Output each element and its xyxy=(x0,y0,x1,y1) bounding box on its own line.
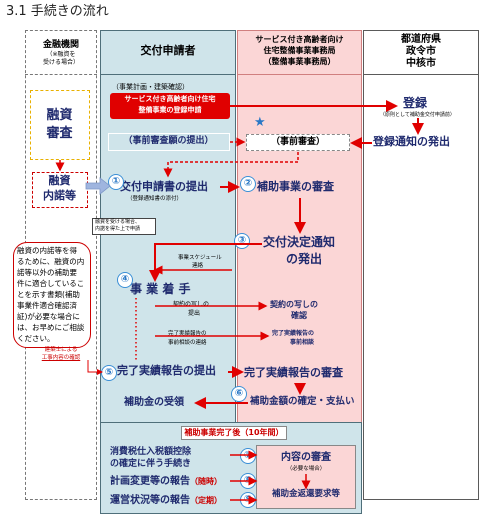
pre-consult-contact-line1: 完了実績報告の xyxy=(168,331,207,337)
section-title: 3.1 手続きの流れ xyxy=(6,4,109,19)
post-title-box: 補助事業完了後（10年間） xyxy=(181,426,287,440)
subsidy-review-label: 補助事業の審査 xyxy=(257,180,334,193)
finance-review-box: 融資 審査 xyxy=(30,90,90,160)
contract-submit-line2: 提出 xyxy=(188,310,201,317)
applicant-header-divider xyxy=(100,74,236,75)
bureau-header-divider xyxy=(237,74,362,75)
finance-note-line: 諾等以外の補助要 xyxy=(17,268,77,277)
pre-review-submit-box: （事前審査願の提出） xyxy=(108,133,230,151)
finance-note-line: ください。 xyxy=(17,334,55,343)
step-2-badge: ② xyxy=(240,176,256,192)
finance-note-line: 証)が必要な場合に xyxy=(17,312,80,321)
pref-header-divider xyxy=(363,74,479,75)
finance-note-line: 融資の内諾等を得 xyxy=(17,246,77,255)
post-tax-line2: の確定に伴う手続き xyxy=(110,459,192,469)
finance-header-note1: （※融資を xyxy=(46,51,76,58)
registration-note: （原則として補助金交付申請前） xyxy=(380,112,455,118)
pre-review-box: （事前審査） xyxy=(246,134,350,151)
finance-header: 金融機関 xyxy=(42,40,79,50)
pre-consult-contact-line2: 事前相談の連絡 xyxy=(168,340,207,346)
finance-note-line: とを示す書類(補助 xyxy=(17,290,80,299)
schedule-line1: 事業スケジュール xyxy=(178,255,222,261)
registration-label: 登録 xyxy=(403,96,428,110)
completion-review-label: 完了実績報告の審査 xyxy=(244,366,343,379)
contract-confirm-line1: 契約の写しの xyxy=(270,300,318,309)
post-review-box: 内容の審査 （必要な場合） 補助金返還要求等 xyxy=(256,445,356,509)
contract-confirm-line2: 確認 xyxy=(291,311,307,320)
arrow-pre-review-back xyxy=(163,152,299,178)
architect-note-line2: 工事内容の確認 xyxy=(41,355,81,361)
post-tax-line1: 消費税仕入税額控除 xyxy=(110,447,192,457)
post-plan-change: 計画変更等の報告（随時） xyxy=(110,476,222,487)
star-icon: ★ xyxy=(254,115,266,130)
finance-submit-note-box: 融資を受ける場合、 内諾を得た上で申請 xyxy=(92,218,156,235)
architect-note-line1: 建築士による xyxy=(44,347,78,353)
arrow-decision-start xyxy=(149,243,262,282)
step-4-badge: ④ xyxy=(117,272,133,288)
decision-line2: の発出 xyxy=(286,252,323,266)
pre-consult-line1: 完了実績報告の xyxy=(272,330,315,337)
finance-header-note2: 受ける場合） xyxy=(42,59,79,66)
finance-header-divider xyxy=(25,74,97,75)
decision-line1: 交付決定通知 xyxy=(263,235,336,249)
app-submit-label: 交付申請書の提出 xyxy=(120,180,208,193)
pref-header-line2: 政令市 xyxy=(406,46,436,57)
finance-note-callout xyxy=(13,242,91,348)
finance-note-line: 件に適合しているこ xyxy=(17,279,85,288)
pref-header-line1: 都道府県 xyxy=(401,34,441,45)
finance-approval-box: 融資 内諾等 xyxy=(32,172,88,208)
post-operation: 運営状況等の報告（定期） xyxy=(110,495,222,506)
arrow-architect xyxy=(87,360,103,375)
finance-note-line: は、お早めにご相談 xyxy=(17,323,85,332)
registration-apply-box: サービス付き高齢者向け住宅 整備事業の登録申請 xyxy=(110,93,230,119)
start-label: 事 業 着 手 xyxy=(130,282,191,296)
registration-notice: 登録通知の発出 xyxy=(373,135,450,148)
bureau-header-line2: 住宅整備事業事務局 xyxy=(263,46,336,55)
arrow-finance-submit xyxy=(85,177,111,195)
pre-consult-line2: 事前相談 xyxy=(290,339,315,346)
completion-submit-label: 完了実績報告の提出 xyxy=(117,364,216,377)
app-submit-note: （登録通知書の添付） xyxy=(127,196,183,202)
finance-note-line: 事業件適合確認済 xyxy=(17,301,77,310)
bureau-header-line3: （整備事業事務局） xyxy=(263,57,336,66)
pre-label: （事業計画・建築確認） xyxy=(112,83,189,91)
payment-label: 補助金額の確定・支払い xyxy=(250,396,355,407)
receipt-label: 補助金の受領 xyxy=(124,397,184,408)
bureau-header-line1: サービス付き高齢者向け xyxy=(255,35,344,44)
step-1-badge: ① xyxy=(108,174,124,190)
finance-note-line: るために、融資の内 xyxy=(17,257,85,266)
pref-column xyxy=(363,30,479,500)
contract-submit-line1: 契約の写しの xyxy=(173,301,210,308)
applicant-header: 交付申請者 xyxy=(140,44,196,57)
pref-header-line3: 中核市 xyxy=(406,58,436,69)
step-6-badge: ⑥ xyxy=(231,386,247,402)
step-5-badge: ⑤ xyxy=(101,365,117,381)
schedule-line2: 連絡 xyxy=(192,263,204,269)
